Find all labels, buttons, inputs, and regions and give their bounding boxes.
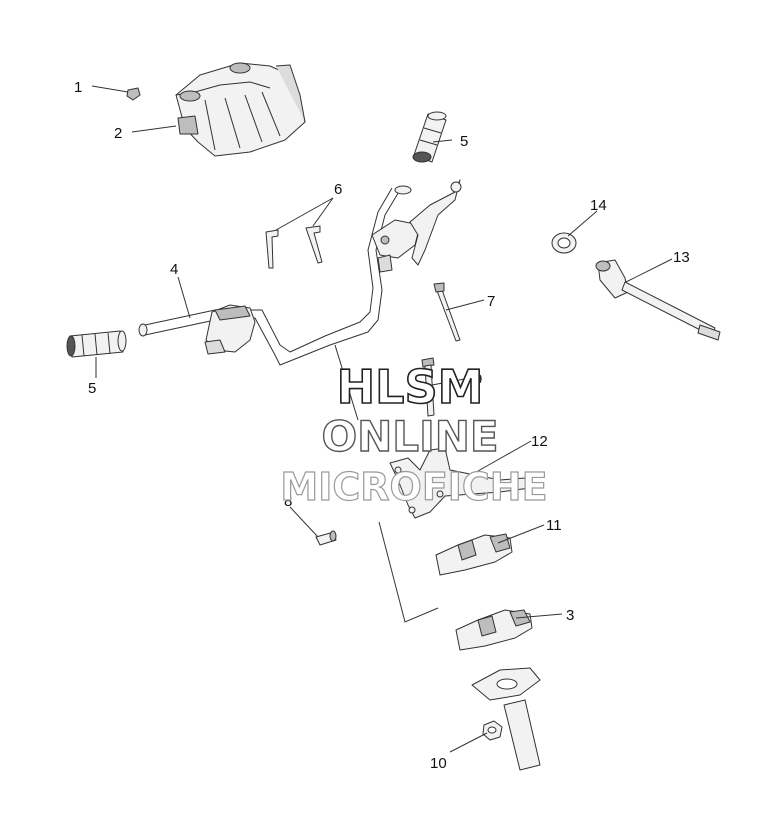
callout-1: 1 [74, 79, 82, 96]
lower-screw-part [315, 530, 337, 546]
callout-8: 8 [284, 493, 292, 510]
callout-3: 3 [566, 607, 574, 624]
callout-10: 10 [430, 755, 447, 772]
lower-bracket-part [389, 447, 531, 519]
handlebar-part [138, 185, 412, 366]
bolt-part [421, 357, 435, 417]
steering-stem-part [471, 667, 541, 771]
callout-12: 12 [531, 433, 548, 450]
switch-cable-part [595, 259, 721, 341]
upper-clamp-part [435, 533, 513, 576]
nut-part [482, 720, 503, 741]
callout-14: 14 [590, 197, 607, 214]
leader-lines [91, 85, 673, 753]
right-lever-assembly [371, 179, 462, 273]
callout-11: 11 [546, 517, 562, 534]
callout-6: 6 [334, 181, 342, 198]
callout-7: 7 [487, 293, 495, 310]
callout-2: 2 [114, 125, 122, 142]
watermark-line-1: HLSM [337, 360, 484, 414]
watermark: HLSM ONLINE MICROFICHE [280, 359, 548, 509]
screw-part [126, 87, 141, 101]
callout-4: 4 [170, 261, 178, 278]
cable-tie-part [433, 282, 461, 342]
callout-5-upper: 5 [460, 133, 468, 150]
bracket-pair-part [265, 225, 323, 269]
handlebar-cover-part [175, 62, 306, 157]
left-switch-housing [204, 304, 256, 355]
left-grip-part [66, 330, 127, 358]
right-grip-part [412, 111, 447, 163]
callout-5-lower: 5 [88, 380, 96, 397]
watermark-line-3: MICROFICHE [280, 465, 547, 509]
ring-nut-part [551, 232, 577, 254]
callout-labels: 1 2 5 6 4 5 7 9 12 8 11 3 14 13 10 [74, 79, 690, 772]
lower-clamp-part [455, 609, 533, 651]
callout-9: 9 [474, 371, 482, 388]
watermark-line-2: ONLINE [321, 412, 498, 461]
callout-13: 13 [673, 249, 690, 266]
